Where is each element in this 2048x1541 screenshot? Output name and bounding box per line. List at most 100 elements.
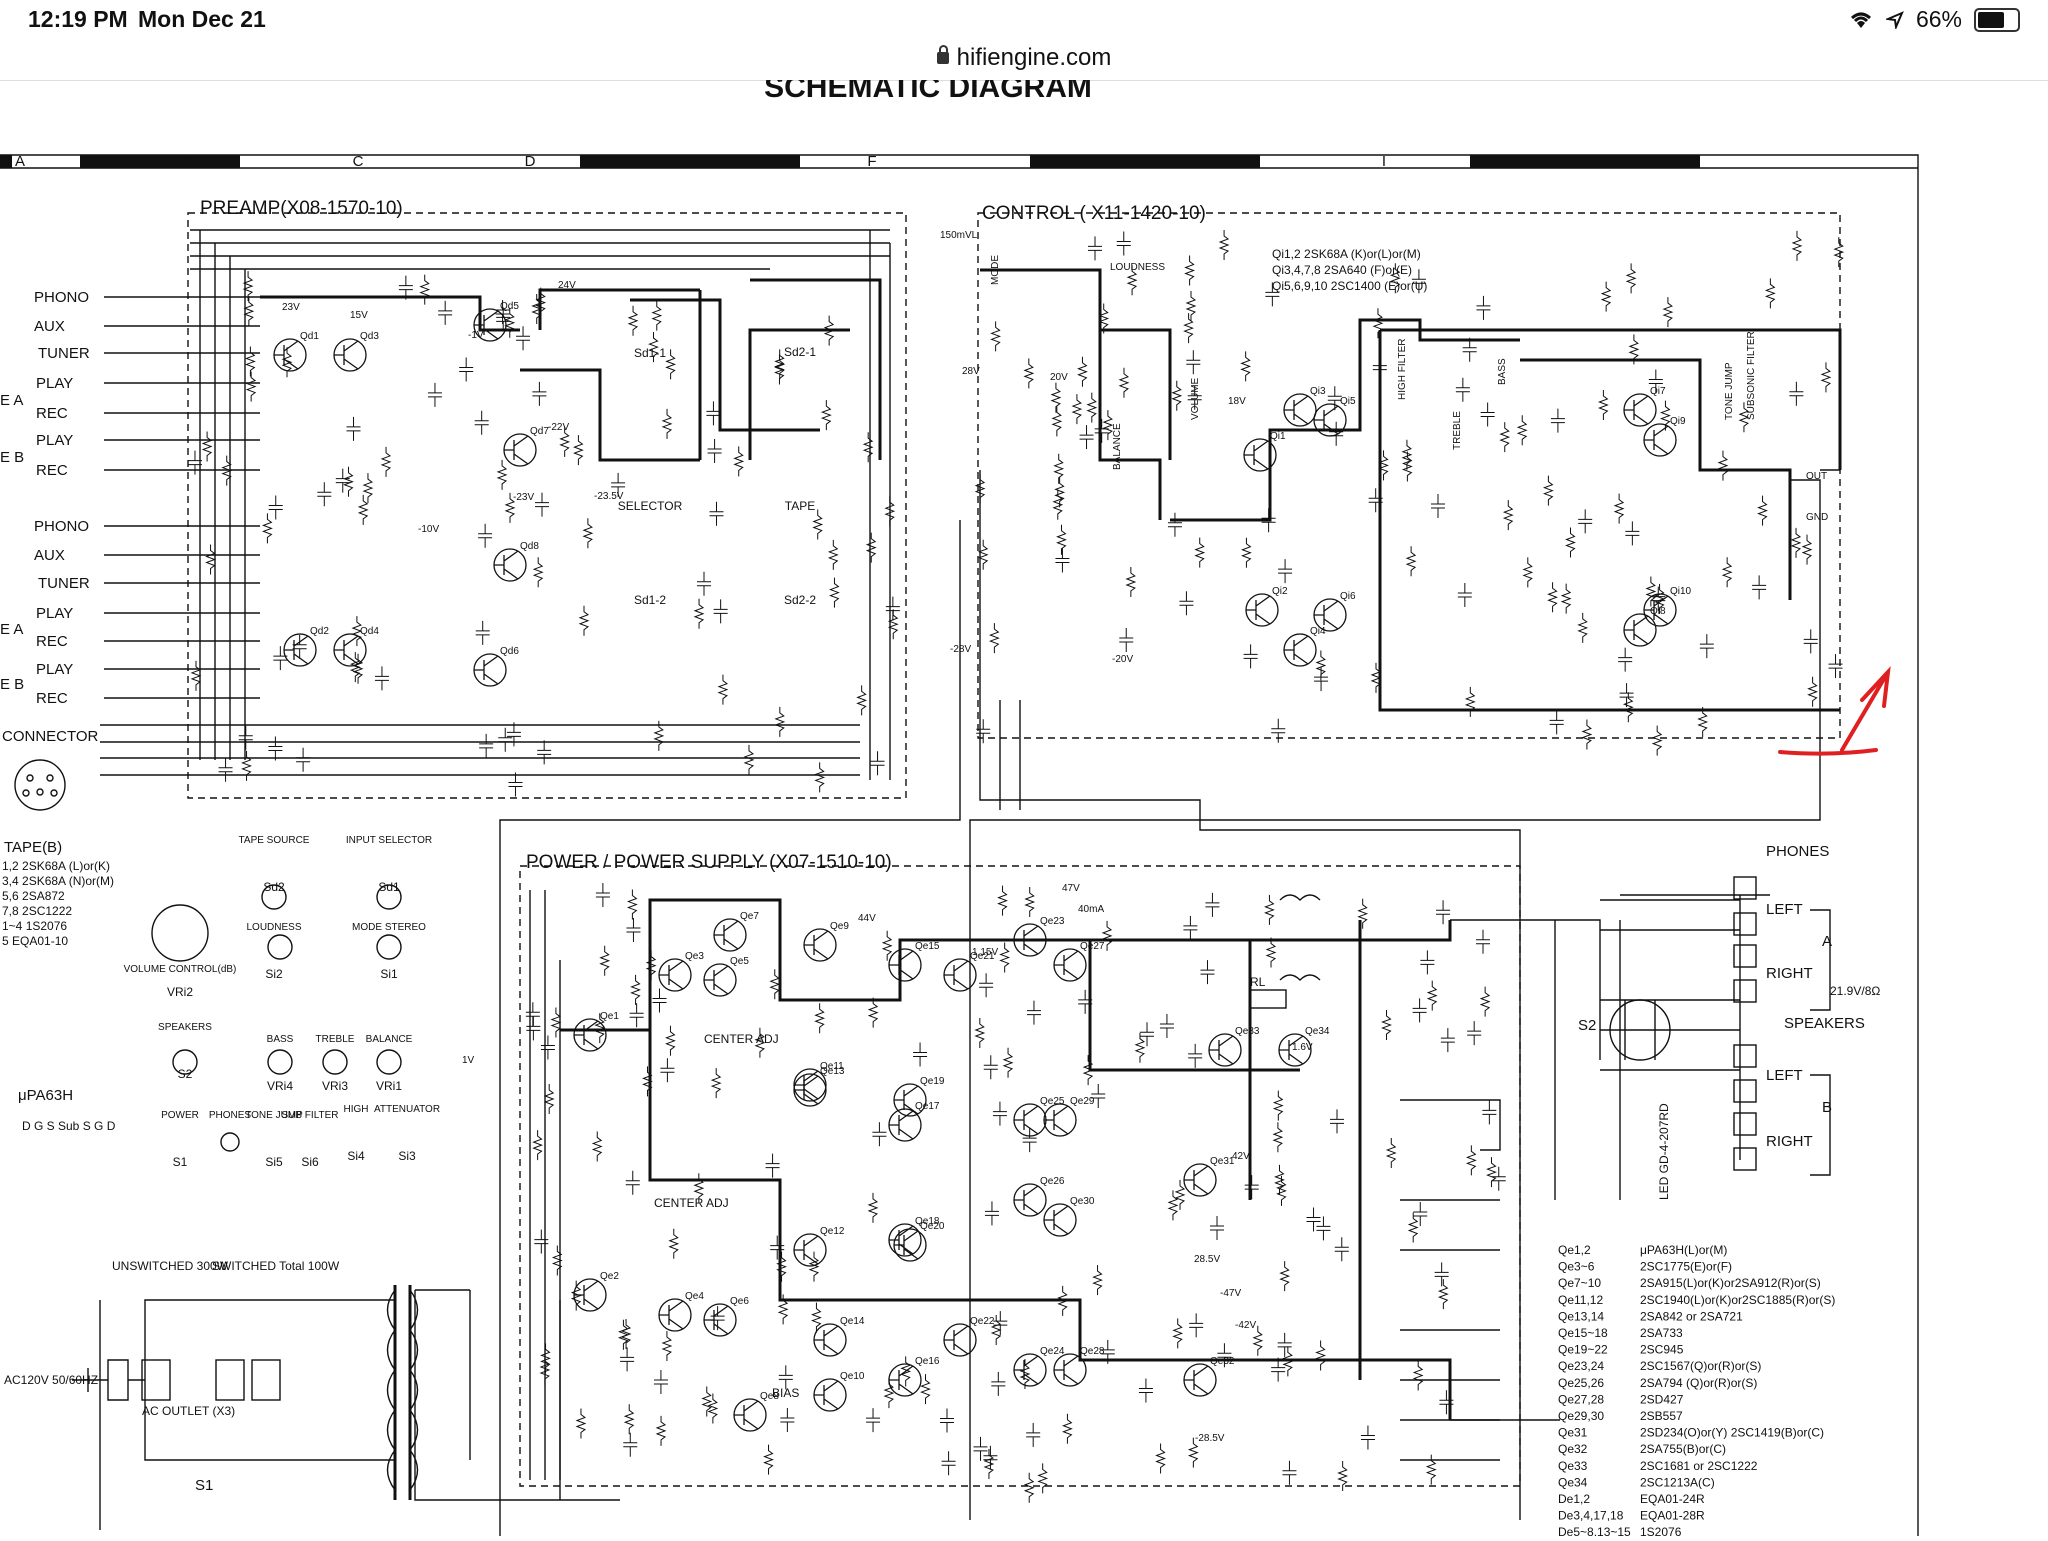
component-mark [984, 1201, 999, 1226]
component-mark [770, 1235, 785, 1260]
panel-control-name: VRi4 [267, 1079, 293, 1093]
transistor-symbol [1183, 1163, 1217, 1197]
component-mark [245, 371, 257, 402]
transistor-label: Qe27 [1080, 941, 1105, 952]
component-mark [1550, 408, 1565, 433]
component-mark [578, 605, 590, 636]
grid-column-g: G [1036, 153, 1048, 170]
component-mark [1055, 548, 1070, 573]
component-mark [1648, 369, 1663, 394]
control-block-title: CONTROL ( X11-1420-10) [982, 203, 1206, 224]
control-legend-line: Qi5,6,9,10 2SC1400 (E)or(U) [1272, 279, 1427, 293]
component-mark [1752, 575, 1767, 600]
component-mark [645, 950, 657, 981]
component-mark [508, 772, 523, 797]
component-mark [572, 435, 584, 466]
panel-control-label: VOLUME CONTROL(dB) [124, 964, 237, 975]
transistor-symbol [813, 1378, 847, 1412]
component-mark [1381, 1010, 1392, 1041]
control-legend-line: Qi1,2 2SK68A (K)or(L)or(M) [1272, 247, 1421, 261]
component-mark [620, 1347, 635, 1372]
address-bar[interactable]: hifiengine.com [0, 40, 2048, 81]
component-mark [1820, 362, 1832, 393]
input-upper-5: PLAY [36, 432, 73, 449]
transistor-label: Qe11 [820, 1061, 844, 1072]
component-mark [1265, 937, 1277, 968]
component-mark [349, 652, 361, 683]
component-mark [479, 733, 494, 758]
component-mark [1407, 1212, 1419, 1243]
transistor-label: Qi5 [1340, 396, 1356, 407]
component-mark [1019, 1359, 1031, 1390]
component-mark [1372, 355, 1387, 380]
component-mark [867, 1192, 879, 1223]
component-mark [190, 660, 202, 691]
transistor-symbol [893, 1083, 927, 1117]
component-mark [1134, 1032, 1146, 1063]
input-lower-2: TUNER [38, 575, 90, 592]
voltage-label: -42V [1235, 1320, 1256, 1331]
component-mark [1651, 586, 1666, 611]
panel-control-name: Si6 [301, 1155, 319, 1169]
transistor-symbol [473, 308, 507, 342]
component-mark [1088, 236, 1103, 261]
component-mark [827, 539, 839, 570]
component-mark [1315, 650, 1327, 681]
component-mark [1412, 998, 1427, 1023]
power-legend-type: 2SC1681 or 2SC1222 [1640, 1459, 1758, 1473]
component-mark [496, 459, 508, 490]
component-mark [992, 1101, 1007, 1126]
panel-control-label: TAPE SOURCE [239, 835, 310, 846]
component-mark [1315, 1340, 1327, 1371]
component-mark [526, 1016, 541, 1041]
panel-control-label: BASS [267, 1034, 294, 1045]
control-label: TONE JUMP [1724, 362, 1735, 420]
component-mark [1062, 1413, 1073, 1444]
component-mark [1185, 291, 1197, 322]
power-legend-part: Qe34 [1558, 1475, 1588, 1489]
transistor-symbol [333, 338, 367, 372]
unswitched-label: UNSWITCHED 300W [112, 1259, 229, 1273]
speaker-right-a: RIGHT [1766, 965, 1813, 982]
switch-label: Sd2-1 [784, 345, 816, 359]
component-mark [1462, 337, 1477, 362]
component-mark [974, 1017, 986, 1048]
component-mark [1542, 475, 1554, 506]
component-mark [808, 1251, 820, 1282]
component-mark [496, 307, 511, 332]
component-mark [559, 426, 571, 457]
transistor-label: Qe3 [685, 951, 704, 962]
transistor-label: Qd1 [300, 331, 319, 342]
component-mark [693, 598, 705, 629]
transistor-label: Qe16 [915, 1356, 940, 1367]
component-mark [983, 1445, 998, 1470]
component-mark [1577, 612, 1589, 643]
component-mark [1654, 583, 1665, 614]
component-mark [1272, 1122, 1284, 1153]
transistor-label: Qi10 [1670, 586, 1692, 597]
component-mark [1026, 1422, 1041, 1447]
component-mark [1252, 1325, 1264, 1356]
component-mark [380, 446, 392, 477]
component-mark [977, 539, 989, 570]
panel-control-name: S1 [173, 1155, 188, 1169]
component-mark [866, 1408, 881, 1433]
speaker-switch-label: S2 [1578, 1017, 1596, 1034]
component-mark [531, 293, 543, 324]
url-text: hifiengine.com [956, 44, 1112, 71]
component-mark [707, 1393, 719, 1424]
power-legend-type: EQA01-28R [1640, 1509, 1705, 1523]
status-icons: 66% [1848, 6, 2020, 33]
left-legend-line: 1~4 1S2076 [2, 919, 67, 933]
status-time: 12:19 PM [28, 6, 128, 32]
component-mark [504, 307, 516, 338]
component-mark [1002, 1047, 1014, 1078]
transistor-label: Qe20 [920, 1221, 945, 1232]
component-mark [1188, 1043, 1203, 1068]
power-legend-type: 2SD234(O)or(Y) 2SC1419(B)or(C) [1640, 1426, 1824, 1440]
component-mark [221, 455, 233, 486]
component-mark [427, 382, 442, 407]
component-mark [474, 410, 489, 435]
component-mark [710, 1306, 725, 1331]
component-mark [543, 1083, 555, 1114]
